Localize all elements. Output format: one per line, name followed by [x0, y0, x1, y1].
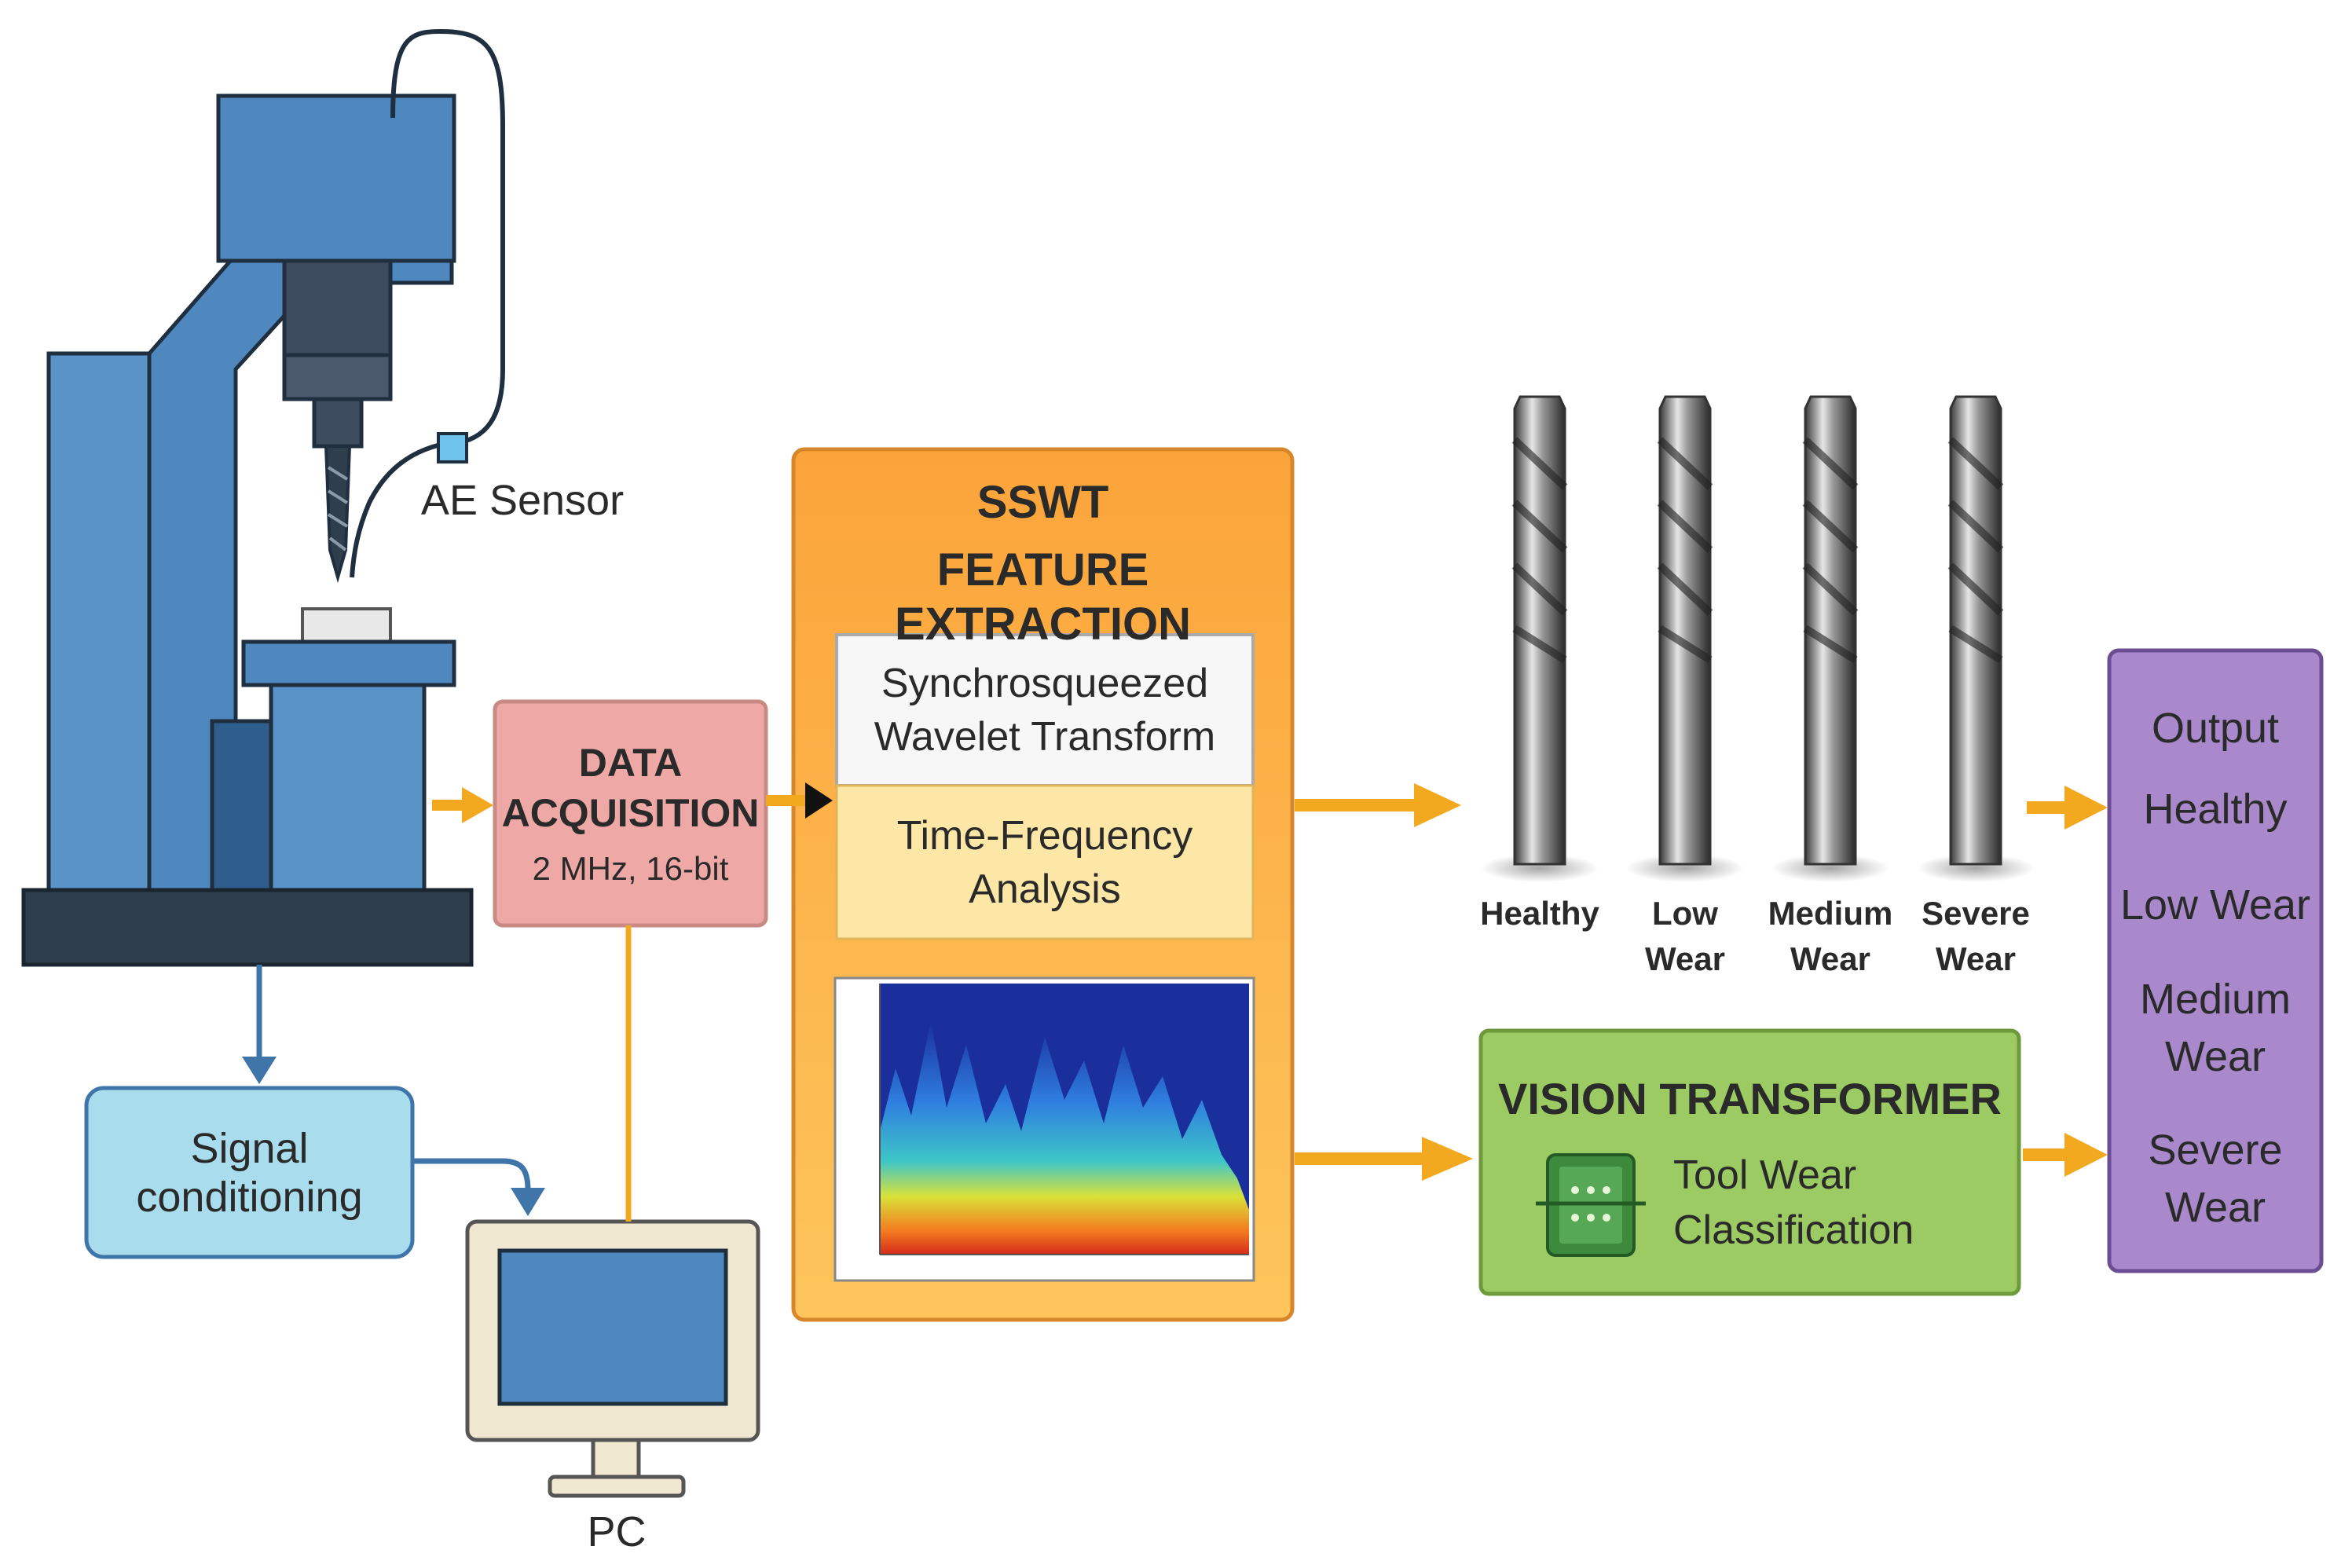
flow-arrows: [432, 782, 2108, 1181]
signal-conditioning-line1: Signal: [190, 1124, 309, 1172]
machine-spindle-collar: [282, 353, 393, 401]
sswt-analysis-line2: Analysis: [969, 866, 1121, 912]
sswt-title: SSWT FEATURE EXTRACTION: [793, 475, 1292, 652]
sswt-method-box: [835, 633, 1255, 787]
tool-label-low-wear: Low Wear: [1645, 895, 1725, 978]
pc-icon: [465, 1219, 760, 1498]
sensor-cable: [390, 28, 505, 446]
sswt-method-label: Synchrosqueezed Wavelet Transform: [837, 635, 1253, 786]
output-title: Output: [2151, 705, 2280, 752]
daq-title-line1: DATA: [578, 740, 683, 785]
daq-spec: 2 MHz, 16-bit: [532, 849, 729, 887]
vit-chip-icon: [1536, 1153, 1646, 1257]
machine-base: [21, 888, 474, 967]
sswt-analysis-line1: Time-Frequency: [896, 812, 1193, 859]
milling-machine-icon: [21, 28, 505, 967]
tool-label-severe-wear: Severe Wear: [1922, 895, 2030, 978]
pc-base: [548, 1475, 686, 1498]
machine-left-column: [46, 351, 153, 898]
machine-vise: [269, 683, 427, 893]
signal-arrows: [242, 965, 545, 1216]
data-acquisition-label: DATA ACQUISITION 2 MHz, 16-bit: [495, 702, 766, 925]
tool-label-healthy: Healthy: [1480, 895, 1599, 932]
sswt-analysis-box: [835, 784, 1255, 940]
sswt-title-line2: FEATURE EXTRACTION: [895, 544, 1191, 650]
sswt-method-line1: Synchrosqueezed: [881, 661, 1209, 706]
spectrogram-thumbnail: [833, 976, 1255, 1282]
output-class-severe-wear: Severe Wear: [2148, 1127, 2283, 1231]
drill-bit-icon: [324, 445, 352, 584]
vit-subtitle: Tool Wear Classification: [1673, 1151, 1987, 1255]
ae-sensor-label: AE Sensor: [420, 477, 625, 524]
signal-conditioning-line2: conditioning: [136, 1173, 363, 1221]
output-box: [2107, 648, 2324, 1273]
output-class-low-wear: Low Wear: [2119, 881, 2311, 929]
pc-label: PC: [587, 1508, 647, 1555]
machine-table-support: [210, 719, 273, 892]
sswt-method-line2: Wavelet Transform: [874, 714, 1216, 760]
pc-screen: [497, 1248, 728, 1406]
output-class-healthy: Healthy: [2143, 786, 2288, 833]
signal-conditioning-label: Signal conditioning: [86, 1088, 412, 1257]
signal-conditioning-box: [84, 1086, 415, 1259]
sswt-analysis-label: Time-Frequency Analysis: [837, 786, 1253, 939]
machine-spindle-housing: [282, 258, 393, 357]
vit-title: VISION TRANSFORMER: [1498, 1074, 2002, 1123]
sswt-title-line1: SSWT: [976, 477, 1109, 528]
vit-subtitle-line1: Tool Wear: [1673, 1152, 1857, 1198]
machine-head: [216, 93, 456, 263]
output-class-medium-wear: Medium Wear: [2139, 976, 2292, 1080]
machine-table: [241, 639, 456, 687]
daq-title-line2: ACQUISITION: [501, 790, 760, 835]
machine-chuck: [312, 397, 364, 449]
spectrogram-energy-shape: [880, 1021, 1249, 1255]
end-mill-tools: [1481, 395, 2035, 882]
ae-sensor-icon: [437, 432, 468, 463]
workpiece: [301, 607, 392, 643]
tool-label-medium-wear: Medium Wear: [1768, 895, 1893, 978]
vit-subtitle-line2: Classification: [1673, 1207, 1914, 1254]
